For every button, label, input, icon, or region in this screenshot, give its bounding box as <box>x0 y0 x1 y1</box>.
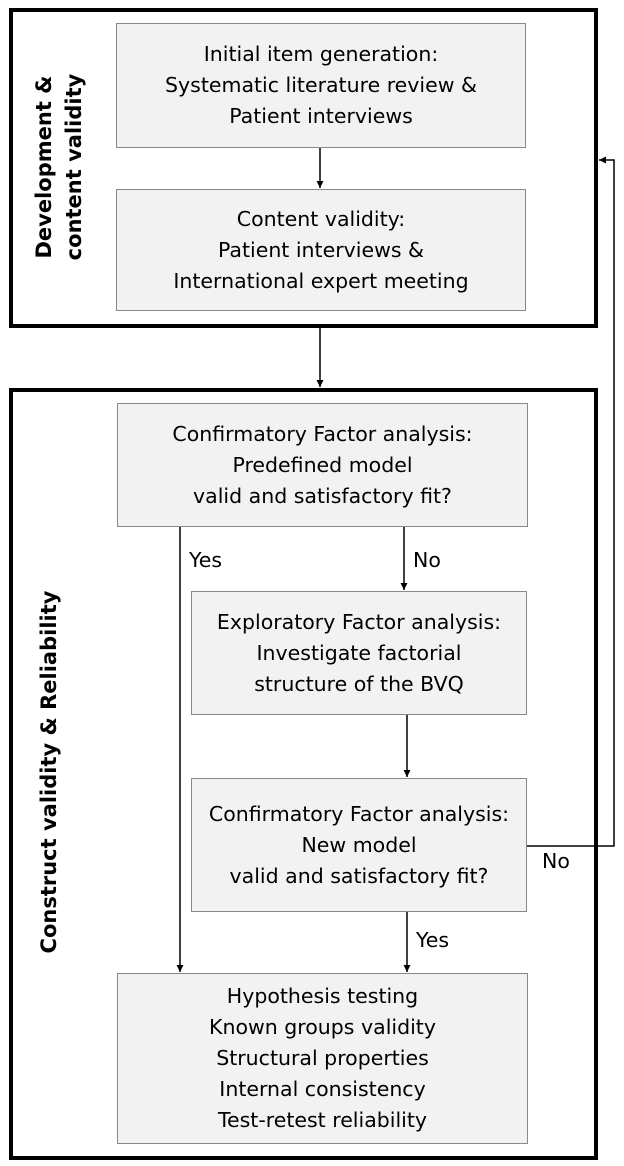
cfa-predefined-model-box: Confirmatory Factor analysis: Predefined … <box>117 403 528 527</box>
text-line: Hypothesis testing <box>226 984 419 1008</box>
cfa-predefined-no-label: No <box>413 548 441 572</box>
text-line: Confirmatory Factor analysis: <box>208 801 510 826</box>
cfa-new-no-label: No <box>542 849 570 873</box>
text-line: Systematic literature review & <box>165 73 477 97</box>
text-line: valid and satisfactory fit? <box>229 863 489 888</box>
cfa-new-yes-label: Yes <box>416 928 450 952</box>
text-line: International expert meeting <box>173 268 469 293</box>
cfa-predefined-yes-label: Yes <box>189 548 223 572</box>
text-line: New model <box>301 832 417 857</box>
text-line: Internal consistency <box>219 1077 426 1101</box>
arrow-cfa-new-no-loop <box>527 156 615 847</box>
construct-section-frame <box>9 388 598 1160</box>
text-line: Initial item generation: <box>203 42 439 66</box>
text-line: Patient interviews & <box>217 237 425 262</box>
text-line: Exploratory Factor analysis: <box>216 609 502 634</box>
text-line: Investigate factorial <box>256 640 462 665</box>
development-section-frame <box>9 8 598 328</box>
text-line: Content validity: <box>236 206 406 231</box>
text-line: structure of the BVQ <box>254 671 464 696</box>
text-line: Test-retest reliability <box>217 1108 428 1132</box>
text-line: Predefined model <box>232 452 413 477</box>
text-line: Structural properties <box>216 1046 429 1070</box>
text-line: Known groups validity <box>209 1015 436 1039</box>
cfa-new-model-box: Confirmatory Factor analysis: New model va… <box>191 778 527 912</box>
text-line: Confirmatory Factor analysis: <box>172 421 473 446</box>
initial-item-generation-box: Initial item generation: Systematic liter… <box>116 23 526 148</box>
content-validity-box: Content validity: Patient interviews & Int… <box>116 189 526 311</box>
exploratory-factor-analysis-box: Exploratory Factor analysis: Investigate … <box>191 591 527 715</box>
text-line: valid and satisfactory fit? <box>193 483 452 508</box>
text-line: Patient interviews <box>229 104 413 128</box>
